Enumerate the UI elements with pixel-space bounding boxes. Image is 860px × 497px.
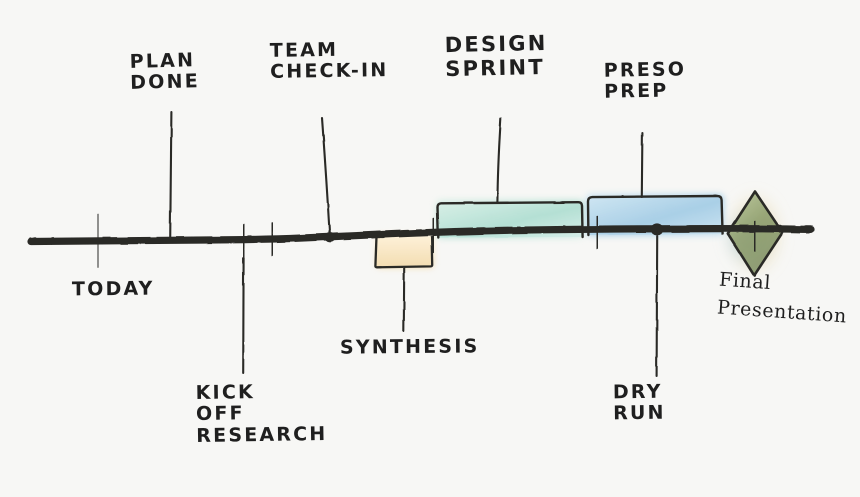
label-synthesis: SYNTHESIS xyxy=(339,335,480,359)
leader-design-sprint xyxy=(496,116,502,204)
label-today: TODAY xyxy=(71,277,155,301)
timeline-markers xyxy=(94,213,664,268)
team-check-in-dot[interactable] xyxy=(324,232,336,243)
label-final-presentation: Final Presentation xyxy=(716,268,848,328)
label-dry-run: DRY RUN xyxy=(612,380,666,425)
kick-off-tick[interactable] xyxy=(242,223,246,260)
label-preso-prep: PRESO PREP xyxy=(603,58,687,103)
leader-plan-done xyxy=(169,110,173,241)
label-kick-off-research: KICK OFF RESEARCH xyxy=(195,381,328,447)
timeline-baseline[interactable] xyxy=(27,224,815,246)
label-plan-done: PLAN DONE xyxy=(129,49,201,95)
timeline-tick[interactable] xyxy=(270,222,274,257)
leader-lines xyxy=(169,110,659,378)
synthesis-box[interactable] xyxy=(374,235,434,269)
synthesis-tick[interactable] xyxy=(431,217,435,254)
leader-team-check-in xyxy=(320,116,331,235)
leader-dry-run xyxy=(655,234,659,378)
label-design-sprint: DESIGN SPRINT xyxy=(444,30,548,81)
leader-preso-prep xyxy=(640,131,644,199)
label-team-check-in: TEAM CHECK-IN xyxy=(269,38,389,84)
timeline-tick[interactable] xyxy=(595,215,599,250)
dry-run-dot[interactable] xyxy=(650,223,664,236)
